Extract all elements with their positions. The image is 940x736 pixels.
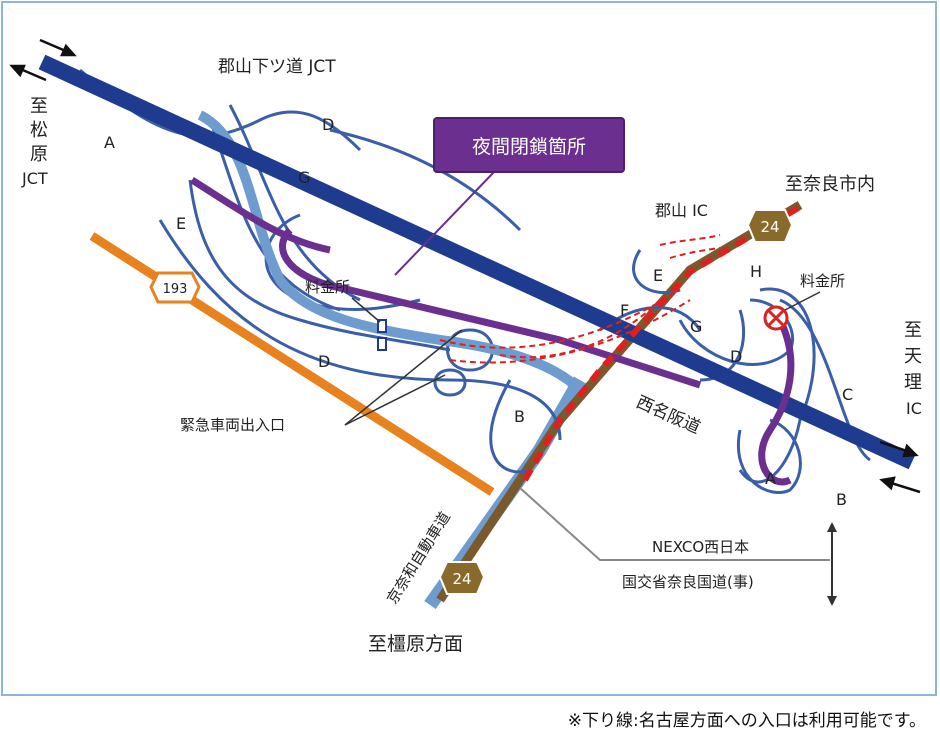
closure-route-24 bbox=[522, 204, 802, 482]
direction-arrow-icon bbox=[9, 38, 921, 494]
ramp-label: D bbox=[318, 352, 330, 371]
footnote: ※下り線:名古屋方面への入口は利用可能です。 bbox=[567, 711, 926, 731]
ramp-label: A bbox=[765, 469, 776, 488]
ramp-label: E bbox=[176, 214, 186, 233]
label-nishimeihan: 西名阪道 bbox=[633, 392, 703, 438]
route-193-shield: 193 bbox=[149, 271, 201, 304]
label-mlit: 国交省奈良国道(事) bbox=[622, 573, 754, 591]
label-jct-top: 郡山下ツ道 JCT bbox=[218, 57, 336, 77]
route-24-shield: 24 bbox=[438, 561, 486, 595]
svg-text:24: 24 bbox=[452, 570, 471, 588]
ramp-label: H bbox=[750, 262, 762, 281]
boundary-line bbox=[519, 487, 830, 561]
ramp-label: B bbox=[514, 407, 525, 426]
closure-ramps bbox=[439, 234, 721, 364]
ramp-label: B bbox=[836, 490, 847, 509]
route-24-shield: 24 bbox=[746, 209, 794, 243]
label-nexco: NEXCO西日本 bbox=[652, 538, 749, 556]
ramp-label: G bbox=[298, 168, 310, 187]
route-193-road bbox=[89, 232, 495, 496]
circle-x-icon bbox=[763, 305, 789, 331]
ramp-label: G bbox=[690, 317, 702, 336]
label-toll-right: 料金所 bbox=[800, 272, 845, 290]
label-koriyama-ic: 郡山 IC bbox=[655, 201, 708, 220]
toll-booth bbox=[377, 319, 387, 333]
label-toll-left: 料金所 bbox=[305, 278, 350, 296]
ramp-label: D bbox=[730, 347, 742, 366]
keinawa-loop bbox=[197, 110, 584, 394]
nishimeihan-expressway bbox=[38, 54, 916, 470]
label-to-nara: 至奈良市内 bbox=[785, 174, 875, 195]
label-emergency: 緊急車両出入口 bbox=[180, 416, 285, 434]
ramp-label: C bbox=[842, 385, 853, 404]
callout-leader bbox=[394, 171, 495, 276]
svg-text:193: 193 bbox=[163, 282, 188, 297]
ramp-label: D bbox=[322, 115, 334, 134]
toll-booth bbox=[377, 337, 387, 351]
ramp-label: F bbox=[620, 301, 629, 320]
svg-text:24: 24 bbox=[760, 218, 779, 236]
closure-segments bbox=[190, 177, 795, 486]
ramp-label: E bbox=[653, 266, 663, 285]
closure-callout: 夜間閉鎖箇所 bbox=[433, 117, 625, 173]
ramp-label: A bbox=[104, 133, 115, 152]
label-to-kashihara: 至橿原方面 bbox=[368, 633, 463, 655]
